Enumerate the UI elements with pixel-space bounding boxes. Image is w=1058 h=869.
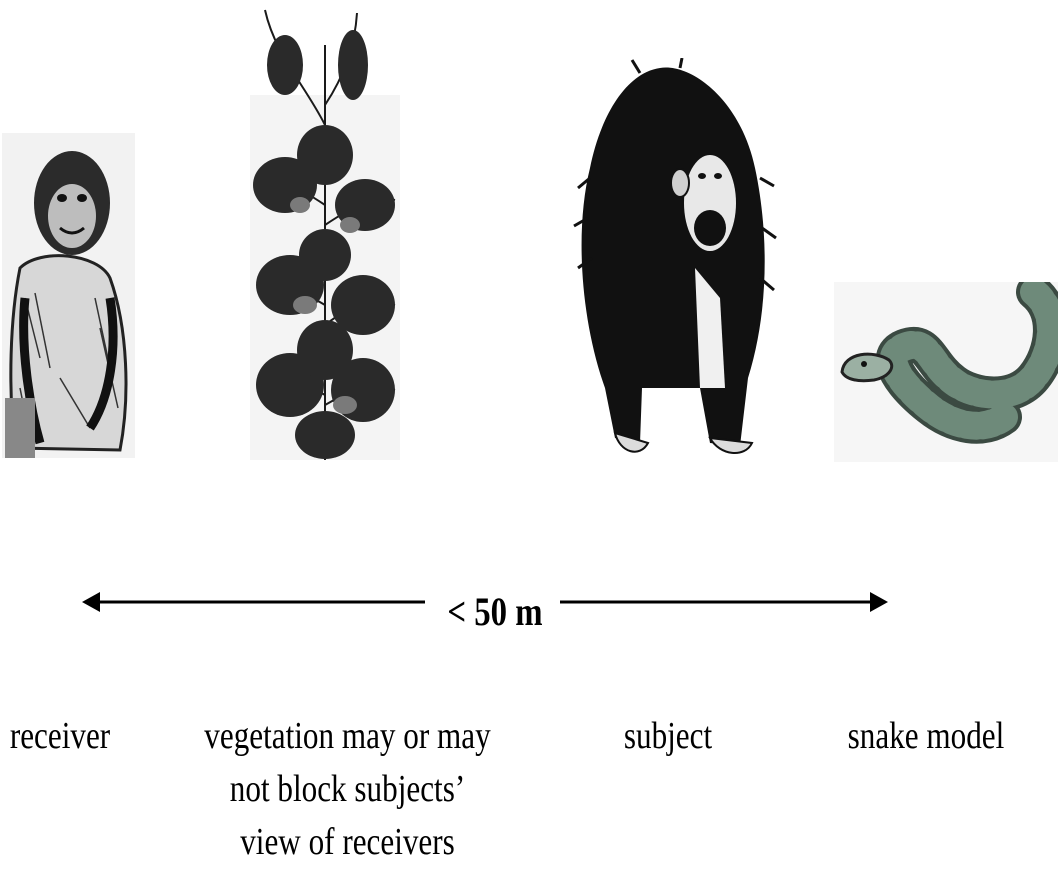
vegetation-bush-icon <box>245 5 405 463</box>
vegetation-label: vegetation may or may not block subjects… <box>202 710 493 869</box>
distance-label: < 50 m <box>442 588 549 636</box>
snake-model-icon <box>834 282 1058 462</box>
snake-model-label: snake model <box>844 710 1008 763</box>
receiver-chimpanzee-icon <box>0 128 140 463</box>
subject-label: subject <box>611 710 726 763</box>
subject-chimpanzee-icon <box>570 58 780 463</box>
receiver-label: receiver <box>3 710 118 763</box>
